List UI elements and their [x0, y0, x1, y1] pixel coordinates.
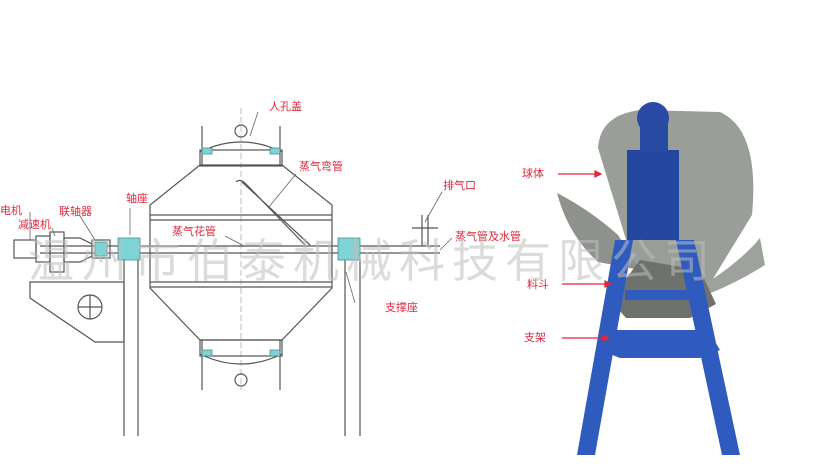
label-hopper: 料斗	[527, 278, 549, 291]
label-steam-sparge-pipe: 蒸气花管	[172, 225, 216, 238]
label-bearing-seat: 轴座	[126, 192, 148, 205]
bearing-housings	[94, 147, 361, 357]
label-vent: 排气口	[443, 179, 476, 192]
label-manhole-cover: 人孔盖	[269, 100, 302, 113]
label-coupling: 联轴器	[59, 205, 92, 218]
label-motor: 电机	[0, 204, 22, 217]
dryer-photo	[557, 102, 765, 455]
label-sphere-body: 球体	[522, 167, 544, 180]
label-steam-elbow: 蒸气弯管	[299, 160, 343, 173]
label-reducer: 减速机	[18, 218, 51, 231]
label-frame: 支架	[524, 331, 546, 344]
label-steam-water-pipe: 蒸气管及水管	[455, 230, 521, 243]
company-watermark: 温州市伯泰机械科技有限公司	[28, 234, 717, 288]
label-support-seat: 支撑座	[385, 301, 418, 314]
